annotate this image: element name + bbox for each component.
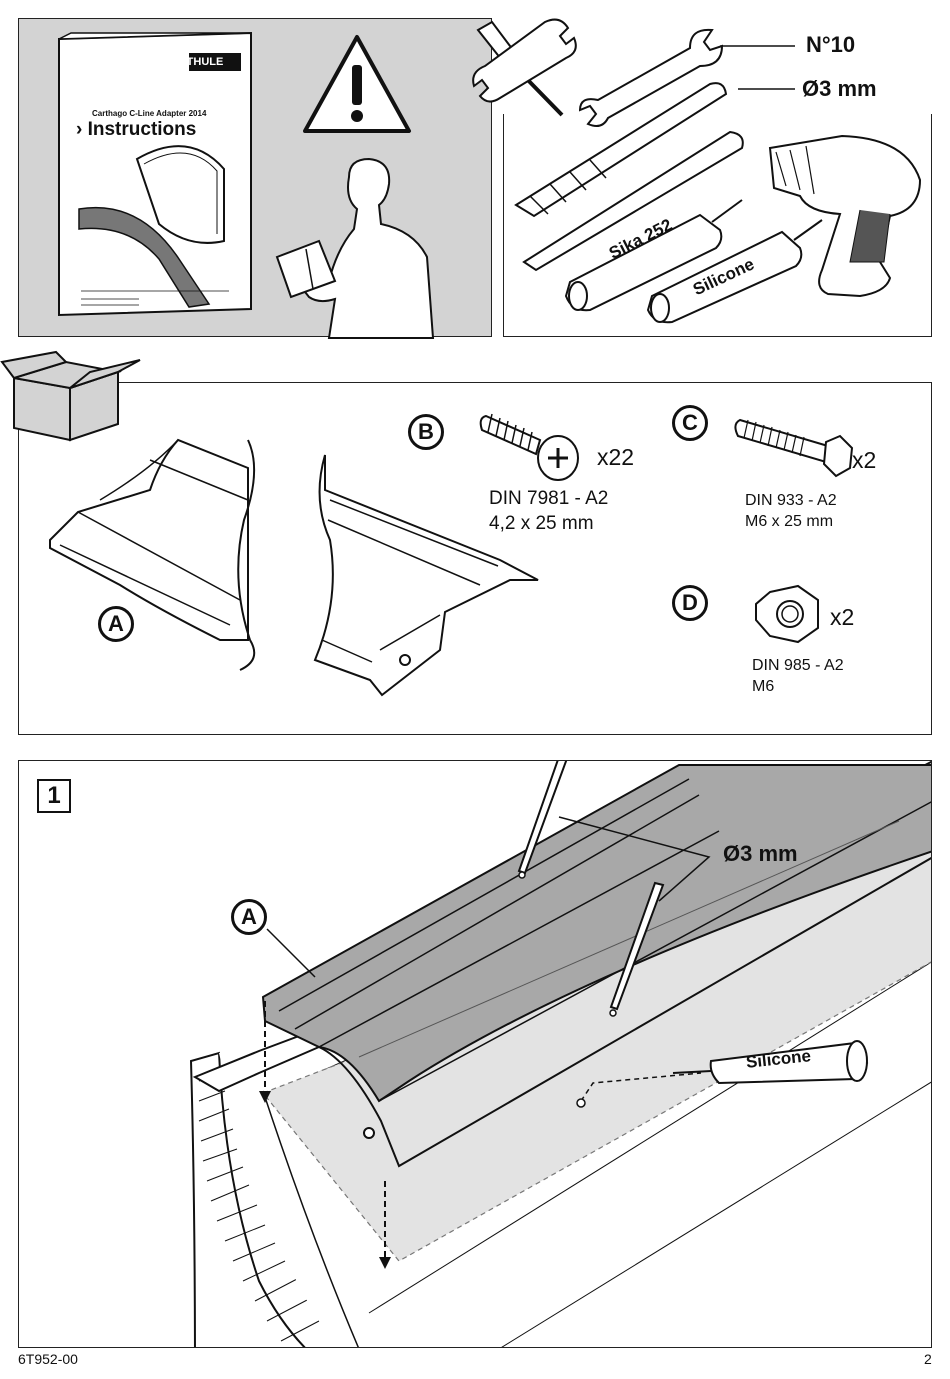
nut-d-icon	[755, 584, 819, 644]
bolt-c-icon	[734, 418, 854, 478]
silicone-tube-icon	[672, 1040, 869, 1085]
sealant-tube-sika-icon	[564, 199, 743, 312]
read-instructions-illustration	[58, 31, 435, 339]
drill-bit-2-icon	[609, 881, 665, 1017]
step-number: 1	[37, 779, 71, 813]
step-1-illustration	[189, 761, 931, 1347]
part-d-label: D	[672, 585, 708, 621]
part-d-size: M6	[752, 678, 775, 695]
panel-parts	[18, 382, 932, 735]
drill-bit-icon	[514, 82, 795, 218]
manual-title-text: Instructions	[87, 119, 197, 140]
screw-b-icon	[479, 413, 579, 481]
manual-title: › Instructions	[76, 119, 196, 141]
manual-brand-logo: THULE	[186, 56, 224, 68]
drill-bit-1-icon	[517, 761, 568, 879]
page-number: 2	[924, 1351, 932, 1367]
profile-a-drawing	[49, 438, 539, 697]
part-b-spec: DIN 7981 - A2	[489, 488, 609, 509]
part-c-qty: x2	[852, 447, 877, 473]
part-c-size: M6 x 25 mm	[745, 513, 834, 530]
part-b-label: B	[408, 414, 444, 450]
spanner-icon	[472, 18, 577, 103]
power-drill-icon	[768, 134, 922, 298]
part-d-spec: DIN 985 - A2	[752, 657, 844, 674]
part-a-label: A	[98, 606, 134, 642]
panel-read-instructions: THULE Carthago C-Line Adapter 2014 › Ins…	[18, 18, 492, 339]
sealant-tube-silicone-icon	[646, 219, 823, 324]
panel-step-1: 1 A Ø3 mm Silicone	[18, 760, 932, 1348]
tools-illustration	[472, 18, 922, 324]
box-icon	[0, 350, 141, 442]
spanner-n10-icon	[578, 28, 795, 127]
panel-tools	[503, 114, 932, 337]
part-c-label: C	[672, 405, 708, 441]
part-c-spec: DIN 933 - A2	[745, 492, 837, 509]
part-b-qty: x22	[597, 444, 635, 470]
step-1-part-a-label: A	[231, 899, 267, 935]
part-d-qty: x2	[830, 604, 855, 630]
step-1-drill-label: Ø3 mm	[723, 841, 798, 866]
part-b-size: 4,2 x 25 mm	[489, 513, 594, 534]
manual-subtitle: Carthago C-Line Adapter 2014	[92, 109, 207, 118]
rod-icon	[522, 130, 744, 272]
document-number: 6T952-00	[18, 1351, 78, 1367]
spanner-size-label: N°10	[806, 32, 856, 57]
chevron-right-icon: ›	[76, 119, 83, 140]
parts-illustration	[0, 350, 854, 697]
drill-size-label: Ø3 mm	[802, 76, 877, 101]
